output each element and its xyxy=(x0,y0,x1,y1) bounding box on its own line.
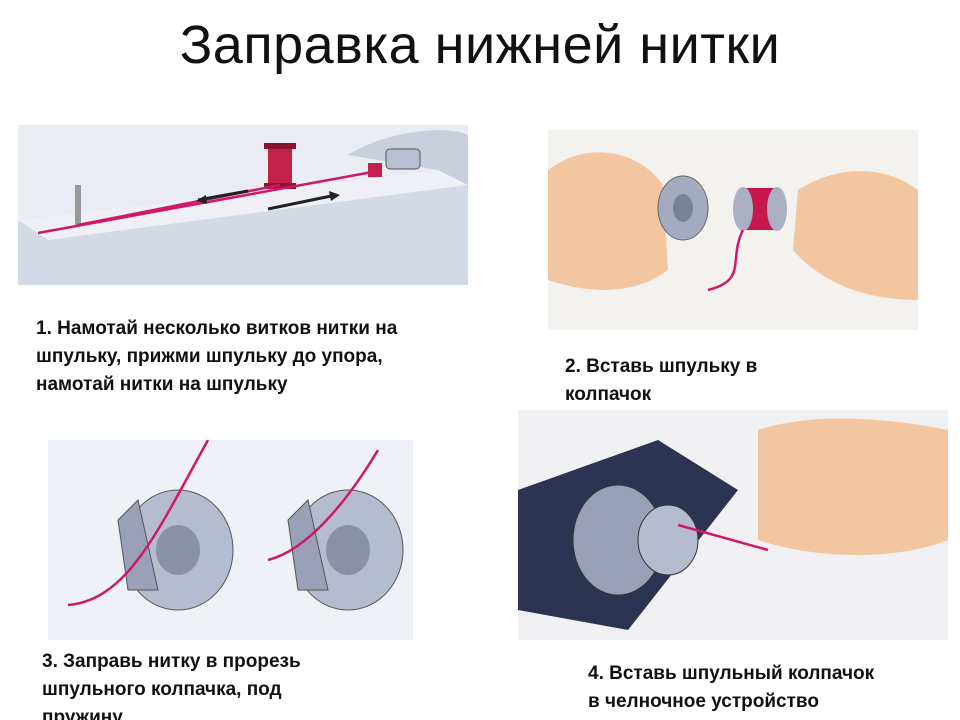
caption-line: 3. Заправь нитку в прорезь xyxy=(42,651,301,672)
illustration-step-1 xyxy=(18,125,468,285)
caption-line: 2. Вставь шпульку в xyxy=(565,356,758,377)
caption-line: колпачок xyxy=(565,384,652,405)
caption-line: 1. Намотай несколько витков нитки на xyxy=(36,318,398,339)
illustration-step-4 xyxy=(518,410,948,640)
page-title: Заправка нижней нитки xyxy=(179,15,781,75)
caption-line: 4. Вставь шпульный колпачок xyxy=(588,663,875,684)
caption-line: шпульного колпачка, под xyxy=(42,679,282,700)
step-4-caption: 4. Вставь шпульный колпачок в челночное … xyxy=(588,660,958,716)
step-1-caption: 1. Намотай несколько витков нитки на шпу… xyxy=(36,315,506,399)
caption-line: пружину xyxy=(42,707,123,720)
caption-line: в челночное устройство xyxy=(588,691,819,712)
caption-line: шпульку, прижми шпульку до упора, xyxy=(36,346,383,367)
step-2-caption: 2. Вставь шпульку в колпачок xyxy=(565,353,925,409)
illustration-step-2 xyxy=(548,130,918,330)
illustration-step-3 xyxy=(48,440,413,640)
caption-line: намотай нитки на шпульку xyxy=(36,374,288,395)
step-3-caption: 3. Заправь нитку в прорезь шпульного кол… xyxy=(42,648,442,720)
